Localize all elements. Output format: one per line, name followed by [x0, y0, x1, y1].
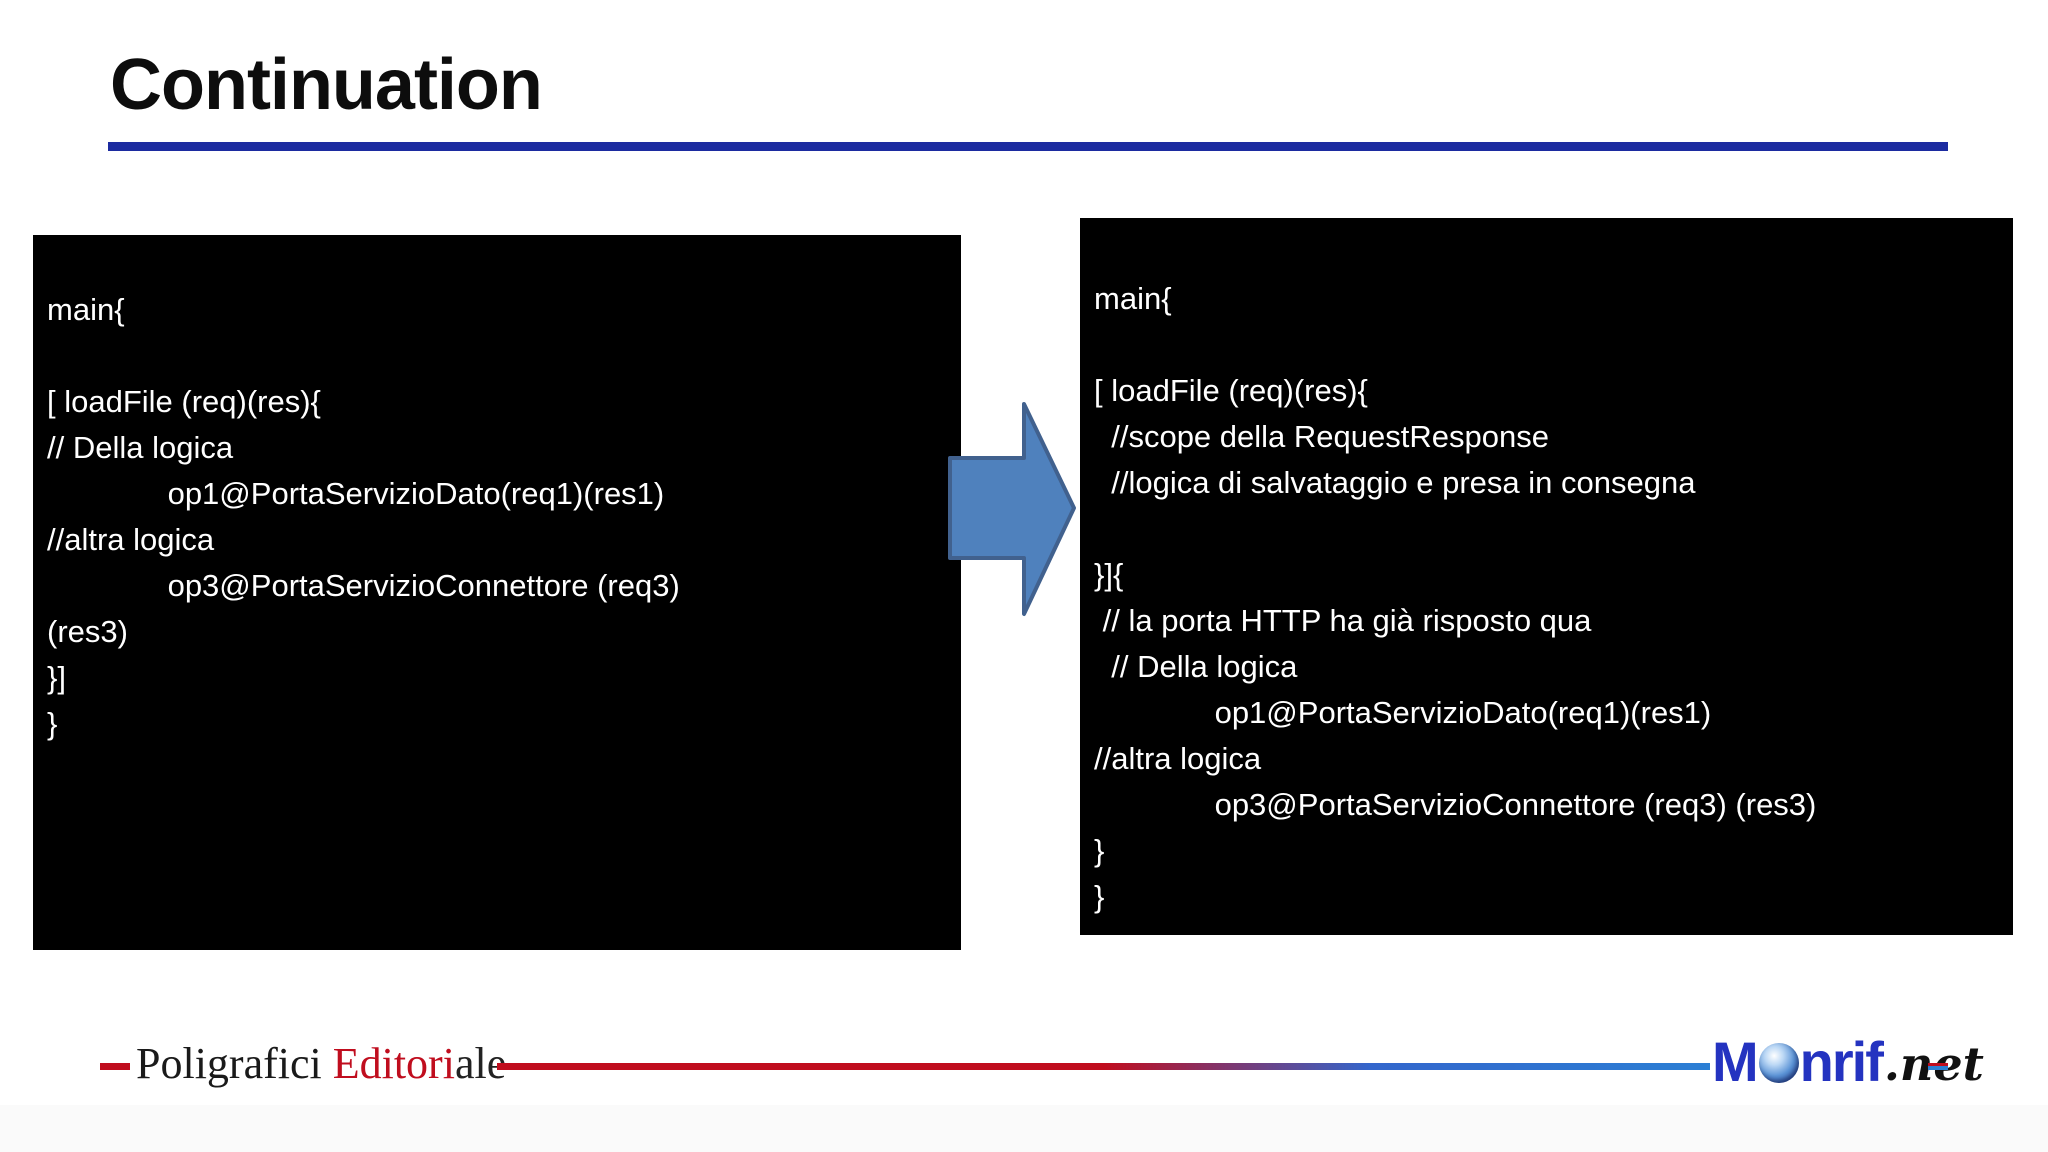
footer-red-dash — [100, 1063, 130, 1070]
code-line: op1@PortaServizioDato(req1)(res1) — [47, 476, 665, 511]
right-arrow-icon — [944, 396, 1080, 624]
monrif-m: M — [1712, 1030, 1759, 1093]
code-line: (res3) — [47, 614, 128, 649]
code-line: }] — [47, 660, 66, 695]
code-block-after: main{ [ loadFile (req)(res){ //scope del… — [1080, 218, 2013, 935]
code-line: op3@PortaServizioConnettore (req3) — [47, 568, 680, 603]
footer-blue-dash — [1928, 1063, 1948, 1070]
bottom-strip — [0, 1105, 2048, 1152]
code-line: // Della logica — [1094, 649, 1298, 684]
code-line: op3@PortaServizioConnettore (req3) (res3… — [1094, 787, 1817, 822]
code-line: }]{ — [1094, 557, 1124, 592]
monrif-logo: M nrif .net — [1712, 1026, 1984, 1093]
code-line: op1@PortaServizioDato(req1)(res1) — [1094, 695, 1712, 730]
code-line: // la porta HTTP ha già risposto qua — [1094, 603, 1592, 638]
monrif-nrif: nrif — [1799, 1030, 1884, 1093]
code-line — [1094, 322, 2013, 368]
right-arrow-shape — [948, 402, 1076, 616]
publisher-name-black: Poligrafici — [136, 1039, 333, 1088]
code-line: main{ — [47, 292, 125, 327]
code-line: } — [1094, 833, 1105, 868]
publisher-logo: Poligrafici Editoriale — [136, 1038, 506, 1089]
code-block-before: main{ [ loadFile (req)(res){ // Della log… — [33, 235, 961, 950]
globe-icon — [1758, 1043, 1799, 1083]
title-underline — [108, 142, 1948, 151]
code-line — [1094, 506, 2013, 552]
code-line: [ loadFile (req)(res){ — [47, 384, 321, 419]
code-line: main{ — [1094, 281, 1172, 316]
code-line: [ loadFile (req)(res){ — [1094, 373, 1368, 408]
code-lines-right: main{ [ loadFile (req)(res){ //scope del… — [1094, 276, 2013, 920]
code-line — [47, 333, 961, 379]
code-line: //logica di salvataggio e presa in conse… — [1094, 465, 1696, 500]
footer-gradient-line — [497, 1063, 1710, 1070]
page-title: Continuation — [110, 45, 543, 125]
code-line: //altra logica — [47, 522, 215, 557]
code-line: } — [1094, 879, 1105, 914]
code-line: // Della logica — [47, 430, 234, 465]
code-line: //altra logica — [1094, 741, 1262, 776]
code-line: //scope della RequestResponse — [1094, 419, 1549, 454]
code-line: } — [47, 706, 58, 741]
code-lines-left: main{ [ loadFile (req)(res){ // Della log… — [47, 287, 961, 747]
publisher-name-red: Editori — [332, 1039, 455, 1088]
